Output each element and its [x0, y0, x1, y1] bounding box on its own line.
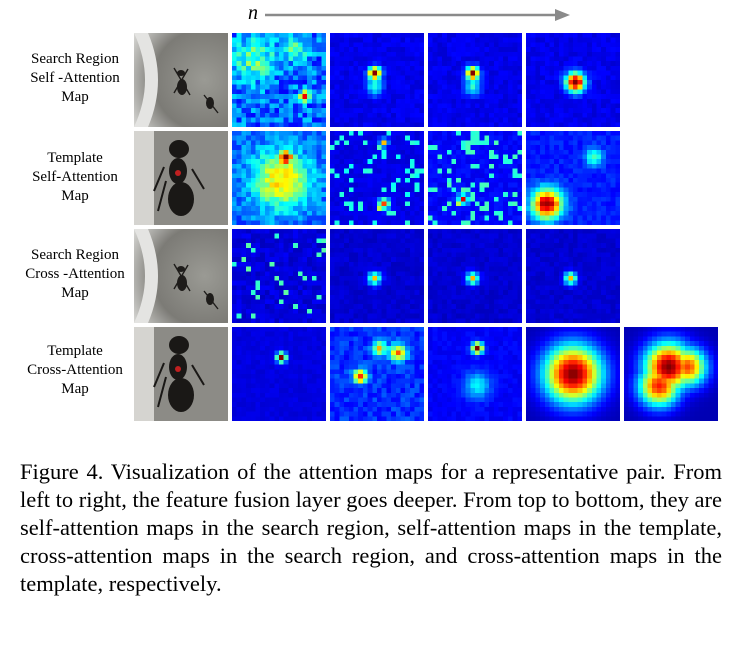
row-label-line: Cross-Attention	[27, 362, 123, 378]
row-label-line: Template	[47, 343, 103, 359]
template-photo	[134, 131, 228, 225]
row-label-template-cross: Template Cross-Attention Map	[14, 342, 136, 399]
depth-arrow	[265, 9, 570, 21]
attention-heatmap	[428, 327, 522, 421]
attention-heatmap	[428, 229, 522, 323]
search-region-photo	[134, 33, 228, 127]
row-label-line: Map	[61, 89, 89, 105]
row-label-template-self: Template Self-Attention Map	[14, 149, 136, 206]
heatmap-grid	[330, 327, 424, 421]
heatmap-grid	[428, 229, 522, 323]
heatmap-grid	[232, 229, 326, 323]
heatmap-grid	[428, 327, 522, 421]
attention-heatmap	[330, 229, 424, 323]
attention-heatmap	[232, 327, 326, 421]
row-label-line: Self -Attention	[30, 70, 120, 86]
heatmap-grid	[526, 33, 620, 127]
search-region-photo	[134, 229, 228, 323]
heatmap-grid	[428, 131, 522, 225]
attention-maps-figure: n Search Region Self -Attention Map Temp…	[14, 2, 718, 421]
row-label-line: Search Region	[31, 247, 119, 263]
row-label-search-cross: Search Region Cross -Attention Map	[14, 246, 136, 303]
figure-caption: Figure 4. Visualization of the attention…	[20, 459, 722, 596]
attention-heatmap	[232, 229, 326, 323]
row-label-line: Search Region	[31, 51, 119, 67]
heatmap-grid	[330, 33, 424, 127]
heatmap-grid	[330, 131, 424, 225]
heatmap-grid	[232, 33, 326, 127]
heatmap-grid	[624, 327, 718, 421]
row-label-search-self: Search Region Self -Attention Map	[14, 50, 136, 107]
row-label-line: Self-Attention	[32, 169, 118, 185]
heatmap-grid	[330, 229, 424, 323]
attention-heatmap	[526, 131, 620, 225]
attention-heatmap	[526, 229, 620, 323]
attention-heatmap	[624, 327, 718, 421]
heatmap-grid	[526, 131, 620, 225]
depth-axis-label: n	[248, 2, 258, 24]
heatmap-grid	[526, 229, 620, 323]
heatmap-grid	[526, 327, 620, 421]
attention-heatmap	[232, 33, 326, 127]
row-label-line: Map	[61, 285, 89, 301]
row-label-line: Cross -Attention	[25, 266, 125, 282]
attention-heatmap	[330, 327, 424, 421]
row-label-line: Template	[47, 150, 103, 166]
heatmap-grid	[232, 327, 326, 421]
attention-heatmap	[428, 33, 522, 127]
attention-heatmap	[428, 131, 522, 225]
heatmap-grid	[232, 131, 326, 225]
attention-heatmap	[330, 131, 424, 225]
attention-heatmap	[526, 327, 620, 421]
template-photo	[134, 327, 228, 421]
attention-heatmap	[330, 33, 424, 127]
row-label-line: Map	[61, 381, 89, 397]
heatmap-grid	[428, 33, 522, 127]
attention-heatmap	[232, 131, 326, 225]
row-label-line: Map	[61, 188, 89, 204]
attention-heatmap	[526, 33, 620, 127]
